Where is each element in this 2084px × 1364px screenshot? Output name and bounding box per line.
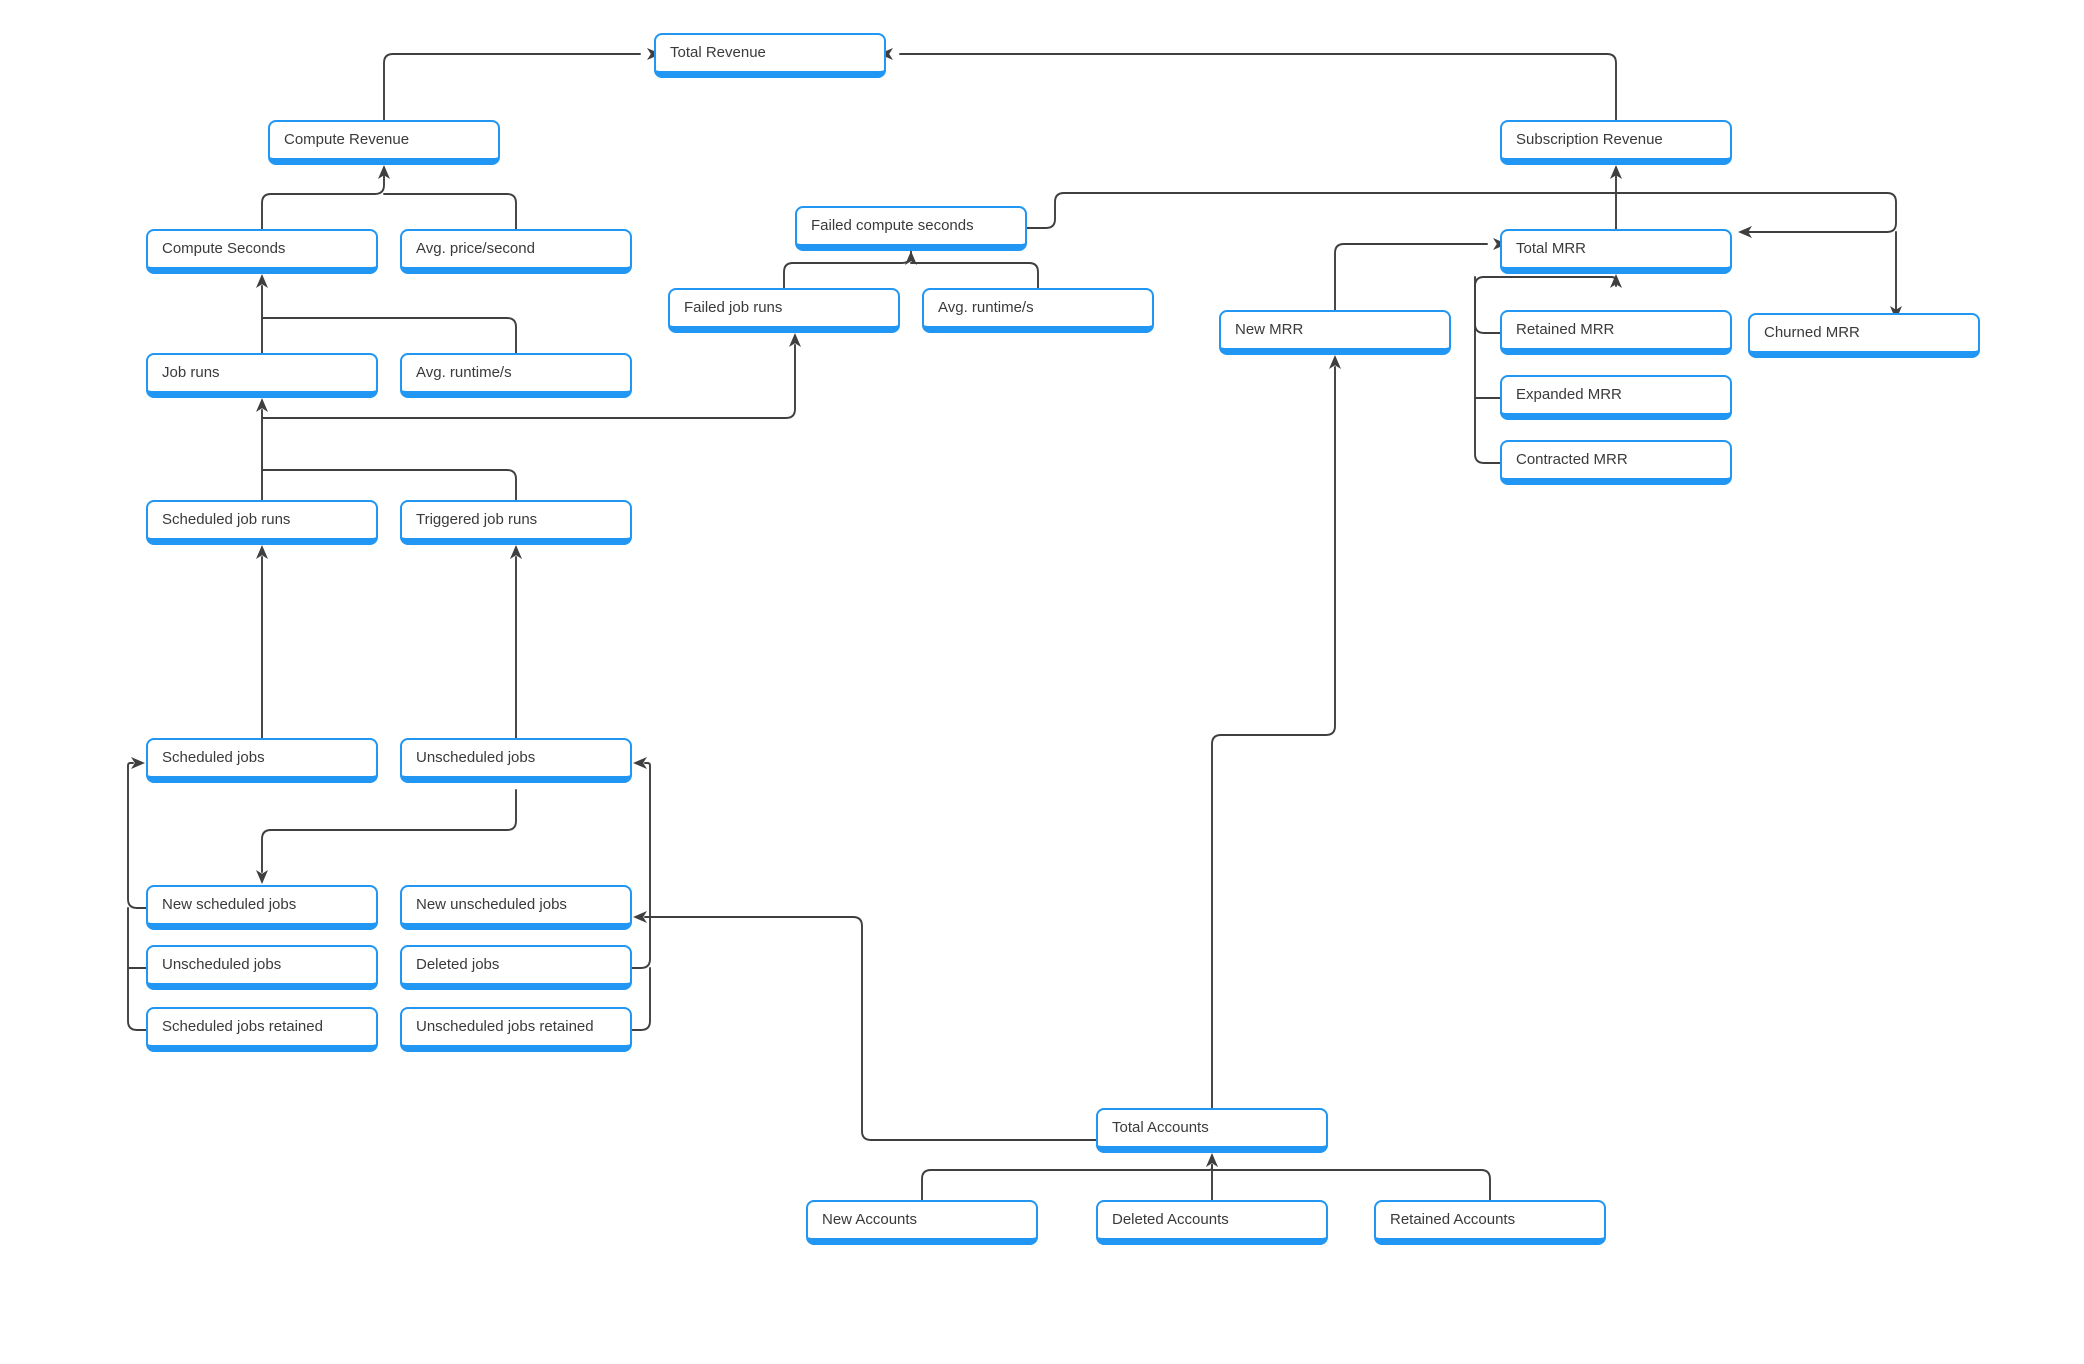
node-scheduled-jobs-retained[interactable]: Scheduled jobs retained [146, 1007, 378, 1052]
node-total-accounts[interactable]: Total Accounts [1096, 1108, 1328, 1153]
node-label-compute-revenue: Compute Revenue [284, 130, 410, 148]
node-label-unscheduled-jobs-top: Unscheduled jobs [416, 748, 536, 766]
arrow-unscheduled-jobs-right [633, 757, 647, 769]
arrow-job-runs-bottom [256, 398, 268, 412]
edge-avg-runtime-2-to-failed-compute-seconds [910, 262, 1039, 289]
node-new-unscheduled-jobs[interactable]: New unscheduled jobs [400, 885, 632, 930]
edge-new-scheduled-jobs-to-scheduled-jobs [127, 762, 147, 909]
edge-avg-price-second-to-compute-revenue [383, 193, 517, 230]
arrow-total-mrr-bottom [1610, 274, 1622, 288]
node-label-avg-runtime-s-1: Avg. runtime/s [416, 363, 512, 381]
arrow-compute-seconds-bottom [256, 274, 268, 288]
node-label-expanded-mrr: Expanded MRR [1516, 385, 1622, 403]
edge-avg-runtime-to-compute-seconds [261, 317, 517, 354]
node-unscheduled-jobs-retained[interactable]: Unscheduled jobs retained [400, 1007, 632, 1052]
node-new-mrr[interactable]: New MRR [1219, 310, 1451, 355]
node-label-scheduled-jobs-retained: Scheduled jobs retained [162, 1017, 323, 1035]
node-job-runs[interactable]: Job runs [146, 353, 378, 398]
arrow-compute-revenue-bottom [378, 165, 390, 179]
node-retained-mrr[interactable]: Retained MRR [1500, 310, 1732, 355]
node-label-subscription-revenue: Subscription Revenue [1516, 130, 1663, 148]
node-contracted-mrr[interactable]: Contracted MRR [1500, 440, 1732, 485]
node-label-scheduled-jobs: Scheduled jobs [162, 748, 265, 766]
edge-failed-compute-seconds-to-total-mrr [1026, 192, 1897, 233]
node-label-new-accounts: New Accounts [822, 1210, 918, 1228]
arrow-new-mrr-bottom [1329, 355, 1341, 369]
arrow-total-revenue-right [879, 48, 893, 60]
edge-triggered-job-runs-to-job-runs [261, 469, 517, 501]
arrow-scheduled-job-runs-bottom [256, 545, 268, 559]
node-avg-price-second[interactable]: Avg. price/second [400, 229, 632, 274]
node-label-failed-compute-seconds: Failed compute seconds [811, 216, 974, 234]
edge-contracted-mrr-to-total-mrr [1474, 276, 1501, 464]
node-label-scheduled-job-runs: Scheduled job runs [162, 510, 291, 528]
arrow-failed-compute-bottom [905, 251, 917, 265]
node-compute-revenue[interactable]: Compute Revenue [268, 120, 500, 165]
node-avg-runtime-s-1[interactable]: Avg. runtime/s [400, 353, 632, 398]
node-label-unscheduled-jobs-mid: Unscheduled jobs [162, 955, 282, 973]
node-compute-seconds[interactable]: Compute Seconds [146, 229, 378, 274]
edge-new-accounts-to-total-accounts [921, 1164, 1213, 1201]
edge-new-mrr-to-total-mrr [1334, 243, 1488, 311]
node-label-retained-mrr: Retained MRR [1516, 320, 1615, 338]
arrow-total-accounts-bottom [1206, 1153, 1218, 1167]
node-subscription-revenue[interactable]: Subscription Revenue [1500, 120, 1732, 165]
arrow-scheduled-jobs-left [131, 757, 145, 769]
node-avg-runtime-s-2[interactable]: Avg. runtime/s [922, 288, 1154, 333]
node-retained-accounts[interactable]: Retained Accounts [1374, 1200, 1606, 1245]
node-label-job-runs: Job runs [162, 363, 220, 381]
node-deleted-accounts[interactable]: Deleted Accounts [1096, 1200, 1328, 1245]
edge-total-accounts-to-new-unscheduled-jobs [644, 916, 1097, 1141]
node-churned-mrr[interactable]: Churned MRR [1748, 313, 1980, 358]
node-total-mrr[interactable]: Total MRR [1500, 229, 1732, 274]
node-label-churned-mrr: Churned MRR [1764, 323, 1860, 341]
arrow-triggered-job-runs-bottom [510, 545, 522, 559]
node-label-unscheduled-jobs-retained: Unscheduled jobs retained [416, 1017, 594, 1035]
arrow-total-mrr-right [1738, 226, 1752, 238]
arrow-new-scheduled-jobs-top [256, 870, 268, 884]
edge-deleted-jobs-to-unscheduled-jobs [631, 762, 651, 969]
node-label-compute-seconds: Compute Seconds [162, 239, 286, 257]
node-new-scheduled-jobs[interactable]: New scheduled jobs [146, 885, 378, 930]
edge-compute-revenue-to-total-revenue [383, 53, 641, 121]
node-new-accounts[interactable]: New Accounts [806, 1200, 1038, 1245]
edge-retained-accounts-to-total-accounts [1211, 1169, 1491, 1201]
node-label-retained-accounts: Retained Accounts [1390, 1210, 1516, 1228]
node-label-avg-runtime-s-2: Avg. runtime/s [938, 298, 1034, 316]
node-label-contracted-mrr: Contracted MRR [1516, 450, 1628, 468]
node-label-new-unscheduled-jobs: New unscheduled jobs [416, 895, 567, 913]
node-failed-compute-seconds[interactable]: Failed compute seconds [795, 206, 1027, 251]
node-label-failed-job-runs: Failed job runs [684, 298, 783, 316]
node-unscheduled-jobs-mid[interactable]: Unscheduled jobs [146, 945, 378, 990]
node-label-deleted-accounts: Deleted Accounts [1112, 1210, 1229, 1228]
arrow-new-unscheduled-jobs-right [633, 911, 647, 923]
node-label-total-mrr: Total MRR [1516, 239, 1587, 257]
node-scheduled-jobs[interactable]: Scheduled jobs [146, 738, 378, 783]
node-expanded-mrr[interactable]: Expanded MRR [1500, 375, 1732, 420]
node-label-total-revenue: Total Revenue [670, 43, 766, 61]
node-label-new-mrr: New MRR [1235, 320, 1304, 338]
node-unscheduled-jobs-top[interactable]: Unscheduled jobs [400, 738, 632, 783]
node-triggered-job-runs[interactable]: Triggered job runs [400, 500, 632, 545]
edge-unscheduled-jobs-retained-to-unscheduled [631, 967, 651, 1031]
edge-job-runs-to-failed-job-runs [261, 344, 796, 419]
node-label-total-accounts: Total Accounts [1112, 1118, 1209, 1136]
edge-compute-seconds-to-compute-revenue [261, 173, 385, 230]
node-label-deleted-jobs: Deleted jobs [416, 955, 500, 973]
node-scheduled-job-runs[interactable]: Scheduled job runs [146, 500, 378, 545]
edge-subscription-revenue-to-total-revenue [899, 53, 1617, 121]
arrow-subscription-bottom [1610, 165, 1622, 179]
node-label-avg-price-second: Avg. price/second [416, 239, 535, 257]
node-label-triggered-job-runs: Triggered job runs [416, 510, 538, 528]
arrow-failed-job-runs-bottom [789, 333, 801, 347]
edge-total-accounts-to-new-mrr [1211, 366, 1336, 1109]
edge-scheduled-jobs-retained-to-scheduled-jobs [127, 907, 147, 1031]
node-label-new-scheduled-jobs: New scheduled jobs [162, 895, 297, 913]
node-failed-job-runs[interactable]: Failed job runs [668, 288, 900, 333]
node-total-revenue[interactable]: Total Revenue [654, 33, 886, 78]
edge-unscheduled-jobs-to-new-scheduled-jobs [261, 789, 517, 873]
node-deleted-jobs[interactable]: Deleted jobs [400, 945, 632, 990]
